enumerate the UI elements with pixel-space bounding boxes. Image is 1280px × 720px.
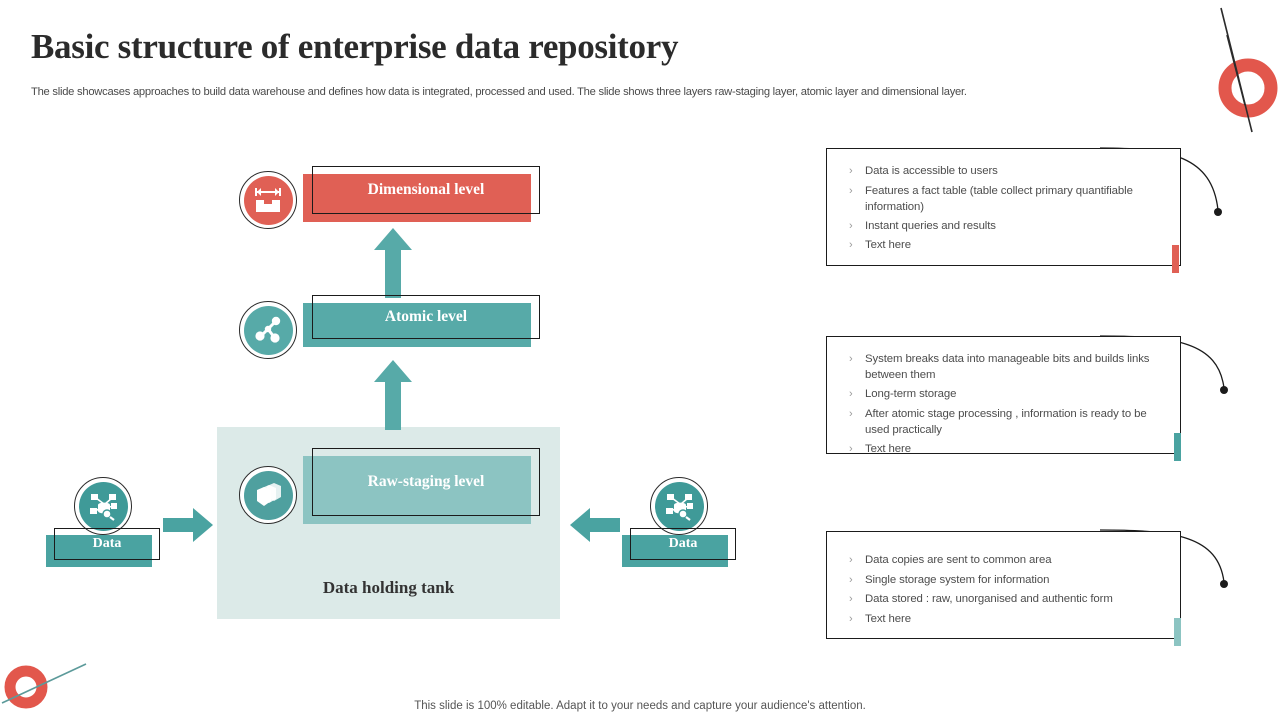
bullet-text: System breaks data into manageable bits … — [865, 353, 1150, 382]
accent-bar-dimensional — [1172, 245, 1179, 273]
list-item: › Data stored : raw, unorganised and aut… — [849, 591, 1168, 608]
list-item: › Data is accessible to users — [849, 163, 1168, 180]
callout-bullet-list-raw-staging: › Data copies are sent to common area › … — [827, 532, 1180, 627]
callout-raw-staging: › Data copies are sent to common area › … — [826, 531, 1181, 639]
bullet-text: Single storage system for information — [865, 573, 1050, 586]
bullet-text: Features a fact table (table collect pri… — [865, 184, 1133, 213]
bullet-text: Instant queries and results — [865, 219, 996, 232]
list-item: › Data copies are sent to common area — [849, 552, 1168, 569]
level-label-raw-staging: Raw-staging level — [367, 473, 485, 490]
level-fill-atomic — [303, 303, 531, 347]
data-search-network-glyph-left — [90, 494, 117, 521]
callout-dimensional: › Data is accessible to users › Features… — [826, 148, 1181, 266]
level-fill-raw-staging — [303, 456, 531, 524]
list-item: › After atomic stage processing , inform… — [849, 406, 1168, 438]
data-source-outline-right — [630, 528, 736, 560]
data-source-label-right: Data — [668, 536, 698, 551]
badge-disc-data-left — [78, 481, 128, 531]
data-source-fill-right — [622, 535, 728, 567]
arrow-right-icon-left-data — [163, 508, 213, 542]
chevron-right-icon: › — [849, 554, 853, 566]
decorative-ring-top-right — [1218, 7, 1278, 133]
chevron-right-icon: › — [849, 165, 853, 177]
decorative-ring-bottom-left — [1, 663, 87, 709]
accent-bar-raw-staging — [1174, 618, 1181, 646]
bullet-text: Text here — [865, 443, 911, 456]
chevron-right-icon: › — [849, 593, 853, 605]
callout-bullet-list-atomic: › System breaks data into manageable bit… — [827, 337, 1180, 458]
data-search-network-icon-left — [74, 477, 132, 535]
chevron-right-icon: › — [849, 388, 853, 401]
callout-bullet-list-dimensional: › Data is accessible to users › Features… — [827, 149, 1180, 254]
list-item: › Features a fact table (table collect p… — [849, 183, 1168, 215]
data-source-label-left: Data — [92, 536, 122, 551]
chevron-right-icon: › — [849, 239, 853, 252]
chevron-right-icon: › — [849, 612, 853, 625]
chevron-right-icon: › — [849, 573, 853, 586]
footer-note: This slide is 100% editable. Adapt it to… — [414, 700, 866, 712]
data-source-outline-left — [54, 528, 160, 560]
arrow-up-icon-raw-to-atomic — [374, 360, 412, 430]
level-box-raw-staging[interactable]: Raw-staging level — [303, 448, 540, 524]
data-stack-shield-glyph — [257, 483, 281, 506]
chevron-right-icon: › — [849, 184, 853, 197]
dimension-measure-glyph — [255, 188, 281, 212]
chevron-right-icon: › — [849, 407, 853, 420]
bullet-text: Text here — [865, 612, 911, 625]
arrow-left-icon-right-data — [570, 508, 620, 542]
network-share-icon — [239, 301, 297, 359]
level-box-dimensional[interactable]: Dimensional level — [303, 166, 540, 222]
bullet-text: After atomic stage processing , informat… — [865, 407, 1147, 437]
callout-atomic: › System breaks data into manageable bit… — [826, 336, 1181, 455]
list-item: › Text here — [849, 237, 1168, 254]
data-search-network-icon-right — [650, 477, 708, 535]
bullet-text: Data copies are sent to common area — [865, 554, 1052, 566]
list-item: › Long-term storage — [849, 386, 1168, 403]
network-share-glyph — [255, 316, 281, 343]
dimension-measure-icon — [239, 171, 297, 229]
badge-disc-atomic — [243, 305, 293, 355]
chevron-right-icon: › — [849, 353, 853, 365]
data-search-network-glyph-right — [666, 494, 693, 521]
data-stack-shield-icon — [239, 466, 297, 524]
page-title: Basic structure of enterprise data repos… — [31, 27, 679, 66]
data-source-box-left[interactable]: Data — [46, 528, 160, 567]
list-item: › Text here — [849, 441, 1168, 458]
bullet-text: Data is accessible to users — [865, 165, 998, 177]
level-label-atomic: Atomic level — [384, 308, 468, 325]
list-item: › System breaks data into manageable bit… — [849, 351, 1168, 383]
level-box-atomic[interactable]: Atomic level — [303, 295, 540, 347]
bullet-text: Text here — [865, 239, 911, 252]
arrow-up-icon-atomic-to-dimensional — [374, 228, 412, 298]
badge-disc-data-right — [654, 481, 704, 531]
level-label-dimensional: Dimensional level — [367, 181, 485, 198]
list-item: › Text here — [849, 611, 1168, 628]
chevron-right-icon: › — [849, 219, 853, 232]
badge-disc-dimensional — [243, 175, 293, 225]
page-subtitle: The slide showcases approaches to build … — [31, 86, 967, 98]
data-source-box-right[interactable]: Data — [622, 528, 736, 567]
level-fill-dimensional — [303, 174, 531, 222]
data-source-fill-left — [46, 535, 152, 567]
accent-bar-atomic — [1174, 433, 1181, 461]
list-item: › Single storage system for information — [849, 572, 1168, 589]
chevron-right-icon: › — [849, 443, 853, 456]
badge-disc-raw-staging — [243, 470, 293, 520]
bullet-text: Data stored : raw, unorganised and authe… — [865, 593, 1113, 605]
list-item: › Instant queries and results — [849, 218, 1168, 235]
bullet-text: Long-term storage — [865, 388, 957, 401]
data-holding-tank-label: Data holding tank — [322, 578, 455, 597]
